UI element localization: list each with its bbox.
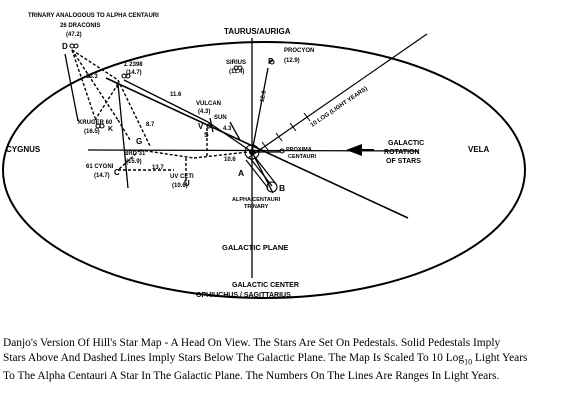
sun-name: SUN bbox=[214, 115, 227, 121]
caption-line-2: Stars Above And Dashed Lines Imply Stars… bbox=[3, 352, 465, 364]
vulcan-name: VULCAN bbox=[196, 101, 221, 107]
range-label: 4.3 bbox=[223, 126, 232, 132]
range-label: 33.3 bbox=[86, 74, 98, 80]
range-label: 8.7 bbox=[146, 122, 155, 128]
star-map-diagram: 10 LOG (LIGHT YEARS) bbox=[2, 13, 526, 299]
kruger-letter: K bbox=[108, 126, 113, 133]
vulcan-letter: V bbox=[198, 122, 204, 131]
range-label: 13.7 bbox=[152, 165, 164, 171]
vulcan-dist: (4.3) bbox=[198, 109, 210, 115]
caption-line-2-end: Light Years bbox=[472, 352, 528, 364]
draconis-dist: (47.2) bbox=[66, 32, 82, 38]
vela-label: VELA bbox=[468, 145, 490, 154]
uvceti-dist: (10.6) bbox=[172, 183, 188, 189]
galactic-rotation-label: GALACTIC ROTATION OF STARS bbox=[384, 140, 426, 165]
solid-range-lines bbox=[64, 53, 280, 194]
alpha-trinary-name: ALPHA CENTAURI TRINARY bbox=[232, 197, 282, 210]
alpha-centauri-marker bbox=[244, 144, 260, 160]
procyon-name: PROCYON bbox=[284, 48, 314, 54]
s2398-dist: (14.7) bbox=[126, 70, 142, 76]
cygni-letter: C bbox=[114, 168, 120, 177]
alpha-letter: A bbox=[238, 168, 244, 178]
range-label: 10.6 bbox=[224, 157, 236, 163]
sirius-dist: (11.4) bbox=[229, 69, 244, 75]
figure-caption: Danjo's Version Of Hill's Star Map - A H… bbox=[3, 336, 559, 384]
diagonal-axis bbox=[105, 77, 409, 219]
kruger-name: KRUGER 60 bbox=[78, 120, 113, 126]
sirius-name: SIRIUS bbox=[226, 60, 246, 66]
log-scale-axis bbox=[247, 33, 428, 159]
draconis-name: 26 DRACONIS bbox=[60, 23, 100, 29]
galactic-rotation-arrow bbox=[346, 144, 374, 156]
kruger-dist: (16.5) bbox=[84, 129, 100, 135]
range-label: 11.6 bbox=[170, 92, 182, 98]
procyon-letter: P bbox=[268, 57, 274, 66]
ophiuchus-label: OPHIUCHUS / SAGITTARIUS bbox=[196, 292, 291, 299]
brd-dist: (15.9) bbox=[126, 159, 142, 165]
brd-name: BRD 31 bbox=[124, 151, 146, 157]
cygni-name: 61 CYGNI bbox=[86, 164, 114, 170]
galactic-center-label: GALACTIC CENTER bbox=[232, 282, 299, 289]
sun-letter: S bbox=[204, 132, 209, 139]
uvceti-name: UV CETI bbox=[170, 174, 194, 180]
dashed-range-lines bbox=[71, 49, 249, 182]
brd-letter: G bbox=[136, 137, 142, 146]
log-scale-ticks bbox=[261, 112, 311, 151]
cygni-dist: (14.7) bbox=[94, 173, 110, 179]
s2398-name: Σ 2398 bbox=[124, 62, 143, 68]
trinary-analogous-label: TRINARY ANALOGOUS TO ALPHA CENTAURI bbox=[28, 13, 159, 19]
procyon-dist: (12.9) bbox=[284, 58, 300, 64]
range-label: 12.9 bbox=[260, 89, 268, 102]
beta-centauri-marker bbox=[266, 181, 278, 193]
galactic-plane-label: GALACTIC PLANE bbox=[222, 243, 288, 252]
alpha-centauri-pedestal bbox=[245, 155, 277, 189]
proxima-name: PROXIMA CENTAURI bbox=[286, 147, 316, 160]
caption-line-3: To The Alpha Centauri A Star In The Gala… bbox=[3, 370, 500, 383]
cygnus-label: CYGNUS bbox=[6, 145, 41, 154]
caption-log-subscript: 10 bbox=[464, 357, 473, 367]
galactic-plane-ellipse bbox=[2, 41, 526, 299]
taurus-auriga-label: TAURUS/AURIGA bbox=[224, 27, 291, 36]
log-scale-label: 10 LOG (LIGHT YEARS) bbox=[310, 86, 369, 129]
uvceti-letter: U bbox=[184, 179, 190, 188]
beta-letter: B bbox=[279, 183, 285, 193]
caption-line-1: Danjo's Version Of Hill's Star Map - A H… bbox=[3, 337, 501, 349]
s2398-letter: I bbox=[116, 81, 118, 90]
draconis-letter: D bbox=[62, 42, 68, 51]
star-markers bbox=[69, 43, 285, 193]
